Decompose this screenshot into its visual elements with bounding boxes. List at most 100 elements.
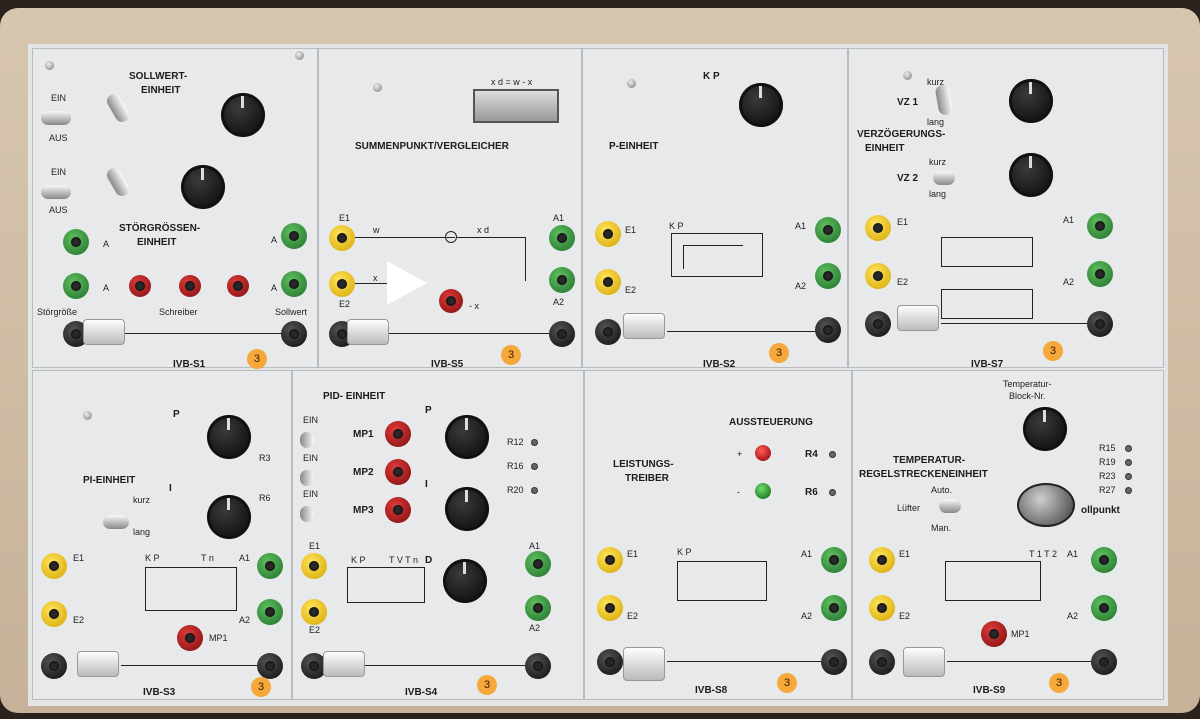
ground-socket[interactable] <box>1091 649 1117 675</box>
label: MP3 <box>353 505 374 516</box>
ground-socket[interactable] <box>549 321 575 347</box>
ground-socket[interactable] <box>595 319 621 345</box>
output-socket-a1[interactable] <box>815 217 841 243</box>
status-lamp <box>1125 473 1132 480</box>
input-socket-e2[interactable] <box>301 599 327 625</box>
measure-socket-mp3[interactable] <box>385 497 411 523</box>
input-socket-e1[interactable] <box>869 547 895 573</box>
slider-cap[interactable] <box>623 647 665 681</box>
ground-socket[interactable] <box>257 653 283 679</box>
d-knob[interactable] <box>443 559 487 603</box>
input-socket-e1[interactable] <box>865 215 891 241</box>
ground-socket[interactable] <box>597 649 623 675</box>
measure-socket-mp2[interactable] <box>385 459 411 485</box>
recorder-socket[interactable] <box>227 275 249 297</box>
label: R27 <box>1099 485 1116 495</box>
slider-cap[interactable] <box>77 651 119 677</box>
block-knob[interactable] <box>1023 407 1067 451</box>
output-socket-a2[interactable] <box>257 599 283 625</box>
recorder-socket[interactable] <box>129 275 151 297</box>
ground-socket[interactable] <box>281 321 307 347</box>
measure-socket-mp1[interactable] <box>385 421 411 447</box>
polarity-toggle[interactable] <box>104 91 132 125</box>
output-socket-a1[interactable] <box>525 551 551 577</box>
setpoint-knob[interactable] <box>1017 483 1075 527</box>
measure-socket[interactable] <box>177 625 203 651</box>
label: A <box>103 283 110 293</box>
fan-toggle[interactable] <box>939 499 961 513</box>
input-socket-e1[interactable] <box>595 221 621 247</box>
output-socket-a1[interactable] <box>257 553 283 579</box>
kp-knob[interactable] <box>739 83 783 127</box>
slider-cap[interactable] <box>623 313 665 339</box>
input-socket-e2[interactable] <box>597 595 623 621</box>
output-socket[interactable] <box>63 229 89 255</box>
input-socket-e1[interactable] <box>41 553 67 579</box>
ground-socket[interactable] <box>865 311 891 337</box>
vz1-toggle[interactable] <box>934 84 954 116</box>
slider-cap[interactable] <box>897 305 939 331</box>
ground-socket[interactable] <box>815 317 841 343</box>
polarity-toggle[interactable] <box>104 165 132 199</box>
ground-socket[interactable] <box>869 649 895 675</box>
label: Auto. <box>931 485 953 495</box>
power-toggle[interactable] <box>41 111 71 125</box>
output-socket-a2[interactable] <box>821 595 847 621</box>
vz2-toggle[interactable] <box>933 171 955 185</box>
output-socket-a2[interactable] <box>525 595 551 621</box>
output-socket-a1[interactable] <box>1087 213 1113 239</box>
output-socket-a1[interactable] <box>549 225 575 251</box>
output-socket-a1[interactable] <box>1091 547 1117 573</box>
mp1-toggle[interactable] <box>300 432 314 448</box>
slider-cap[interactable] <box>83 319 125 345</box>
i-knob[interactable] <box>445 487 489 531</box>
output-socket-a2[interactable] <box>1087 261 1113 287</box>
ground-socket[interactable] <box>1087 311 1113 337</box>
label: AUS <box>49 133 68 143</box>
input-socket-e2[interactable] <box>595 269 621 295</box>
slider-cap[interactable] <box>347 319 389 345</box>
mp2-toggle[interactable] <box>300 470 314 486</box>
p-knob[interactable] <box>445 415 489 459</box>
recorder-socket[interactable] <box>179 275 201 297</box>
screw <box>45 61 54 70</box>
output-socket-a2[interactable] <box>1091 595 1117 621</box>
mp3-toggle[interactable] <box>300 506 314 522</box>
vz2-knob[interactable] <box>1009 153 1053 197</box>
output-socket[interactable] <box>281 223 307 249</box>
label: kurz <box>133 495 151 505</box>
ground-socket[interactable] <box>821 649 847 675</box>
input-socket-e2[interactable] <box>41 601 67 627</box>
p-knob[interactable] <box>207 415 251 459</box>
input-socket-e1[interactable] <box>301 553 327 579</box>
inverted-output-socket[interactable] <box>439 289 463 313</box>
measure-socket[interactable] <box>981 621 1007 647</box>
slider-cap[interactable] <box>903 647 945 677</box>
label: A2 <box>801 611 813 621</box>
output-socket[interactable] <box>281 271 307 297</box>
setpoint-knob[interactable] <box>221 93 265 137</box>
input-socket-e1[interactable] <box>329 225 355 251</box>
tn-toggle[interactable] <box>103 515 129 529</box>
wire <box>121 665 257 666</box>
disturbance-knob[interactable] <box>181 165 225 209</box>
input-socket-e2[interactable] <box>869 595 895 621</box>
ground-socket[interactable] <box>525 653 551 679</box>
screw <box>83 411 92 420</box>
input-socket-e1[interactable] <box>597 547 623 573</box>
input-socket-e2[interactable] <box>865 263 891 289</box>
power-toggle[interactable] <box>41 185 71 199</box>
wire <box>355 237 455 238</box>
output-socket-a2[interactable] <box>815 263 841 289</box>
ground-socket[interactable] <box>301 653 327 679</box>
slider-cap[interactable] <box>323 651 365 677</box>
i-knob[interactable] <box>207 495 251 539</box>
output-socket-a2[interactable] <box>549 267 575 293</box>
status-lamp <box>531 463 538 470</box>
vz1-knob[interactable] <box>1009 79 1053 123</box>
screw <box>373 83 382 92</box>
output-socket[interactable] <box>63 273 89 299</box>
output-socket-a1[interactable] <box>821 547 847 573</box>
input-socket-e2[interactable] <box>329 271 355 297</box>
ground-socket[interactable] <box>41 653 67 679</box>
